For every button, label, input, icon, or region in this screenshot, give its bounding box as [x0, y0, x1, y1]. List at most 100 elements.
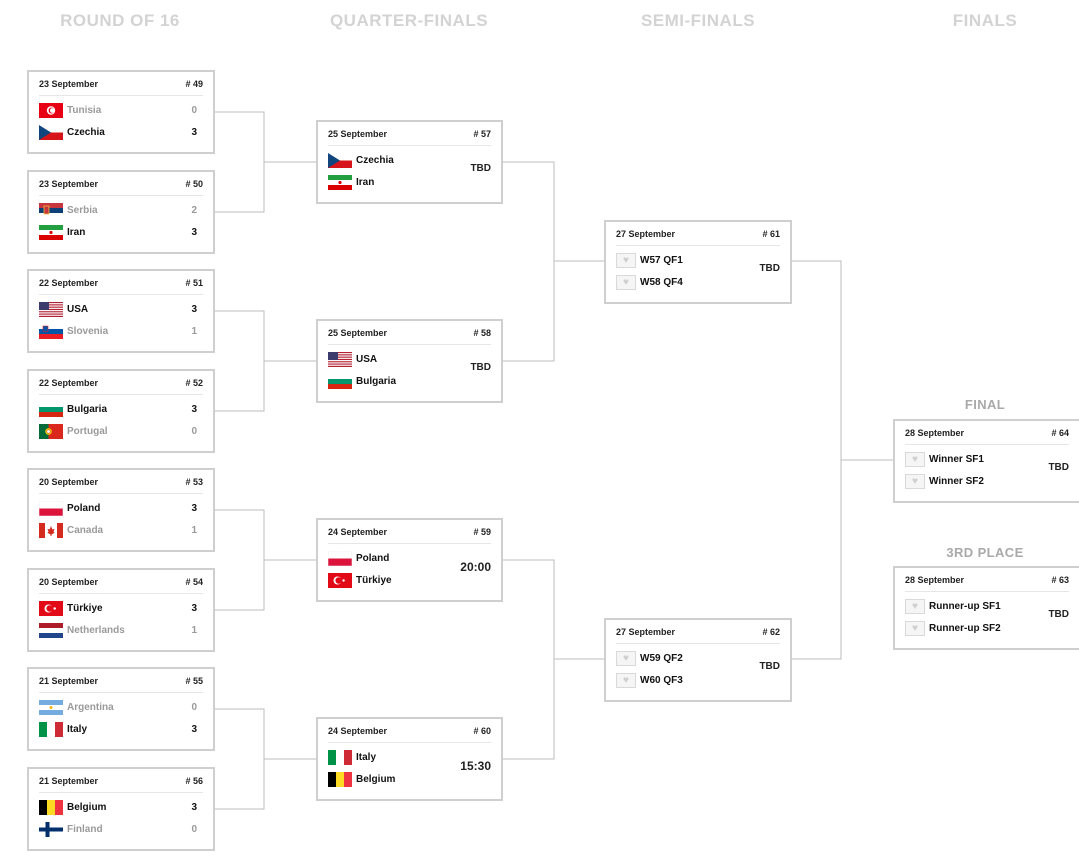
- team-row[interactable]: Argentina 0: [39, 696, 203, 718]
- team-name: Finland: [67, 823, 103, 835]
- match-date: 24 September: [328, 725, 388, 736]
- team-score: 0: [191, 823, 197, 835]
- match-status: TBD: [1048, 609, 1069, 620]
- team-row[interactable]: Türkiye: [328, 569, 491, 591]
- team-name: Iran: [67, 226, 86, 238]
- team-row[interactable]: Netherlands 1: [39, 619, 203, 641]
- match-60[interactable]: 24 September# 60 Italy Belgium 15:30: [316, 717, 503, 801]
- team-row[interactable]: Portugal 0: [39, 420, 203, 442]
- team-row[interactable]: Poland 3: [39, 497, 203, 519]
- match-49[interactable]: 23 September# 49 Tunisia 0 Czechia 3: [27, 70, 215, 154]
- team-row[interactable]: Belgium: [328, 768, 491, 790]
- team-row[interactable]: Canada 1: [39, 519, 203, 541]
- team-row[interactable]: ♥ W57 QF1: [616, 249, 780, 271]
- team-row[interactable]: ♥ W59 QF2: [616, 647, 780, 669]
- match-61[interactable]: 27 September# 61 ♥ W57 QF1 ♥ W58 QF4 TBD: [604, 220, 792, 304]
- poland-flag: [328, 550, 352, 566]
- team-score: 3: [191, 303, 197, 315]
- team-name: Winner SF1: [929, 453, 984, 465]
- team-row[interactable]: Iran 3: [39, 221, 203, 243]
- team-row[interactable]: ♥ Winner SF2: [905, 470, 1069, 492]
- italy-flag: [328, 749, 352, 765]
- team-row[interactable]: ♥ Runner-up SF1: [905, 595, 1069, 617]
- round-title-r16: ROUND OF 16: [60, 11, 180, 30]
- match-number: # 59: [473, 526, 491, 537]
- slovenia-flag: [39, 323, 63, 339]
- team-row[interactable]: Finland 0: [39, 818, 203, 840]
- team-row[interactable]: Czechia: [328, 149, 491, 171]
- team-name: Iran: [356, 176, 375, 188]
- team-name: W58 QF4: [640, 276, 683, 288]
- match-date: 28 September: [905, 574, 965, 585]
- match-status: TBD: [1048, 462, 1069, 473]
- team-row[interactable]: Belgium 3: [39, 796, 203, 818]
- team-row[interactable]: USA: [328, 348, 491, 370]
- team-name: W57 QF1: [640, 254, 683, 266]
- team-row[interactable]: Poland: [328, 547, 491, 569]
- team-row[interactable]: ♥ W60 QF3: [616, 669, 780, 691]
- round-title-qf: QUARTER-FINALS: [329, 11, 489, 30]
- match-56[interactable]: 21 September# 56 Belgium 3 Finland 0: [27, 767, 215, 851]
- team-score: 3: [191, 226, 197, 238]
- team-row[interactable]: ♥ W58 QF4: [616, 271, 780, 293]
- match-50[interactable]: 23 September# 50 Serbia 2 Iran 3: [27, 170, 215, 254]
- match-58[interactable]: 25 September# 58 USA Bulgaria TBD: [316, 319, 503, 403]
- team-score: 0: [191, 701, 197, 713]
- team-name: Türkiye: [356, 574, 392, 586]
- match-57[interactable]: 25 September# 57 Czechia Iran TBD: [316, 120, 503, 204]
- match-52[interactable]: 22 September# 52 Bulgaria 3 Portugal 0: [27, 369, 215, 453]
- team-score: 0: [191, 104, 197, 116]
- italy-flag: [39, 721, 63, 737]
- match-53[interactable]: 20 September# 53 Poland 3 Canada 1: [27, 468, 215, 552]
- match-date: 23 September: [39, 178, 99, 189]
- team-row[interactable]: Bulgaria 3: [39, 398, 203, 420]
- team-name: Czechia: [67, 126, 105, 138]
- team-name: Runner-up SF2: [929, 622, 1001, 634]
- team-row[interactable]: Italy 3: [39, 718, 203, 740]
- team-name: Canada: [67, 524, 104, 536]
- match-59[interactable]: 24 September# 59 Poland Türkiye 20:00: [316, 518, 503, 602]
- usa-flag: [328, 351, 352, 367]
- match-51[interactable]: 22 September# 51 USA 3 Slovenia 1: [27, 269, 215, 353]
- iran-flag: [39, 224, 63, 240]
- team-row[interactable]: Serbia 2: [39, 199, 203, 221]
- match-date: 23 September: [39, 78, 99, 89]
- team-row[interactable]: Türkiye 3: [39, 597, 203, 619]
- team-row[interactable]: Slovenia 1: [39, 320, 203, 342]
- team-name: Italy: [356, 751, 377, 763]
- team-row[interactable]: Iran: [328, 171, 491, 193]
- team-name: Winner SF2: [929, 475, 984, 487]
- match-number: # 60: [473, 725, 491, 736]
- match-status: TBD: [470, 163, 491, 174]
- team-score: 2: [191, 204, 197, 216]
- team-row[interactable]: Tunisia 0: [39, 99, 203, 121]
- team-row[interactable]: Italy: [328, 746, 491, 768]
- team-score: 3: [191, 502, 197, 514]
- poland-flag: [39, 500, 63, 516]
- team-name: Runner-up SF1: [929, 600, 1001, 612]
- team-score: 1: [191, 624, 197, 636]
- team-score: 3: [191, 126, 197, 138]
- team-score: 1: [191, 325, 197, 337]
- team-row[interactable]: Bulgaria: [328, 370, 491, 392]
- match-date: 22 September: [39, 377, 99, 388]
- team-row[interactable]: USA 3: [39, 298, 203, 320]
- team-row[interactable]: ♥ Runner-up SF2: [905, 617, 1069, 639]
- match-date: 27 September: [616, 228, 676, 239]
- team-name: Italy: [67, 723, 88, 735]
- team-name: USA: [356, 353, 378, 365]
- match-date: 25 September: [328, 128, 388, 139]
- match-status: TBD: [759, 263, 780, 274]
- match-55[interactable]: 21 September# 55 Argentina 0 Italy 3: [27, 667, 215, 751]
- team-row[interactable]: Czechia 3: [39, 121, 203, 143]
- match-62[interactable]: 27 September# 62 ♥ W59 QF2 ♥ W60 QF3 TBD: [604, 618, 792, 702]
- argentina-flag: [39, 699, 63, 715]
- match-64-final[interactable]: 28 September# 64 ♥ Winner SF1 ♥ Winner S…: [893, 419, 1079, 503]
- team-row[interactable]: ♥ Winner SF1: [905, 448, 1069, 470]
- match-54[interactable]: 20 September# 54 Türkiye 3 Netherlands 1: [27, 568, 215, 652]
- match-date: 21 September: [39, 775, 99, 786]
- turkiye-flag: [39, 600, 63, 616]
- team-name: Bulgaria: [356, 375, 397, 387]
- match-63-third-place[interactable]: 28 September# 63 ♥ Runner-up SF1 ♥ Runne…: [893, 566, 1079, 650]
